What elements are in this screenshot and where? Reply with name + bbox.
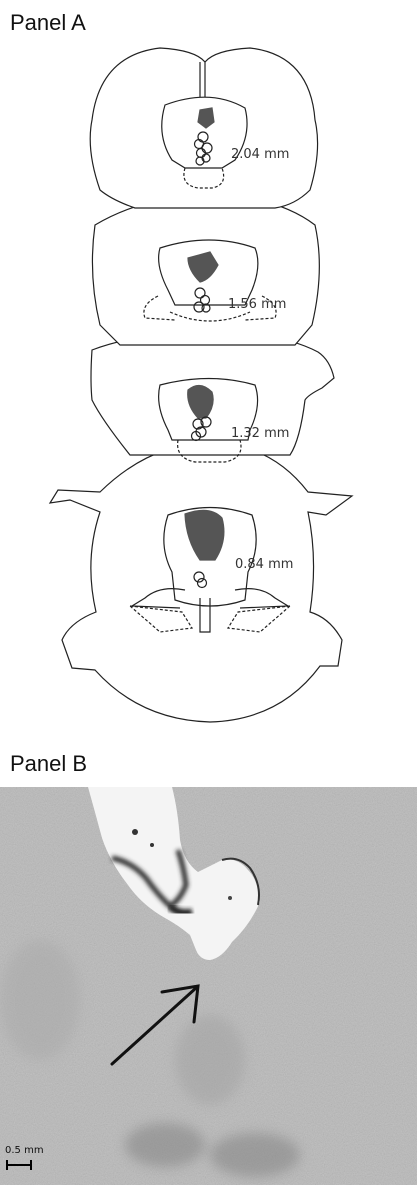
panel-a-sections-diagram: 2.04 mm 1.56 mm 1.32 mm 0.84 mm	[0, 38, 417, 738]
section-1-56	[92, 192, 319, 345]
level-label-1-56: 1.56 mm	[228, 297, 286, 312]
section-1-32	[91, 332, 334, 462]
panel-a-title: Panel A	[10, 12, 86, 34]
level-label-0-84: 0.84 mm	[235, 557, 293, 572]
section-0-84	[50, 443, 352, 722]
section-2-04	[90, 48, 317, 208]
panel-b-histology-photo: 0.5 mm	[0, 787, 417, 1185]
scale-bar-label: 0.5 mm	[5, 1145, 44, 1156]
level-label-2-04: 2.04 mm	[231, 147, 289, 162]
level-label-1-32: 1.32 mm	[231, 426, 289, 441]
panel-b-title: Panel B	[10, 753, 87, 775]
